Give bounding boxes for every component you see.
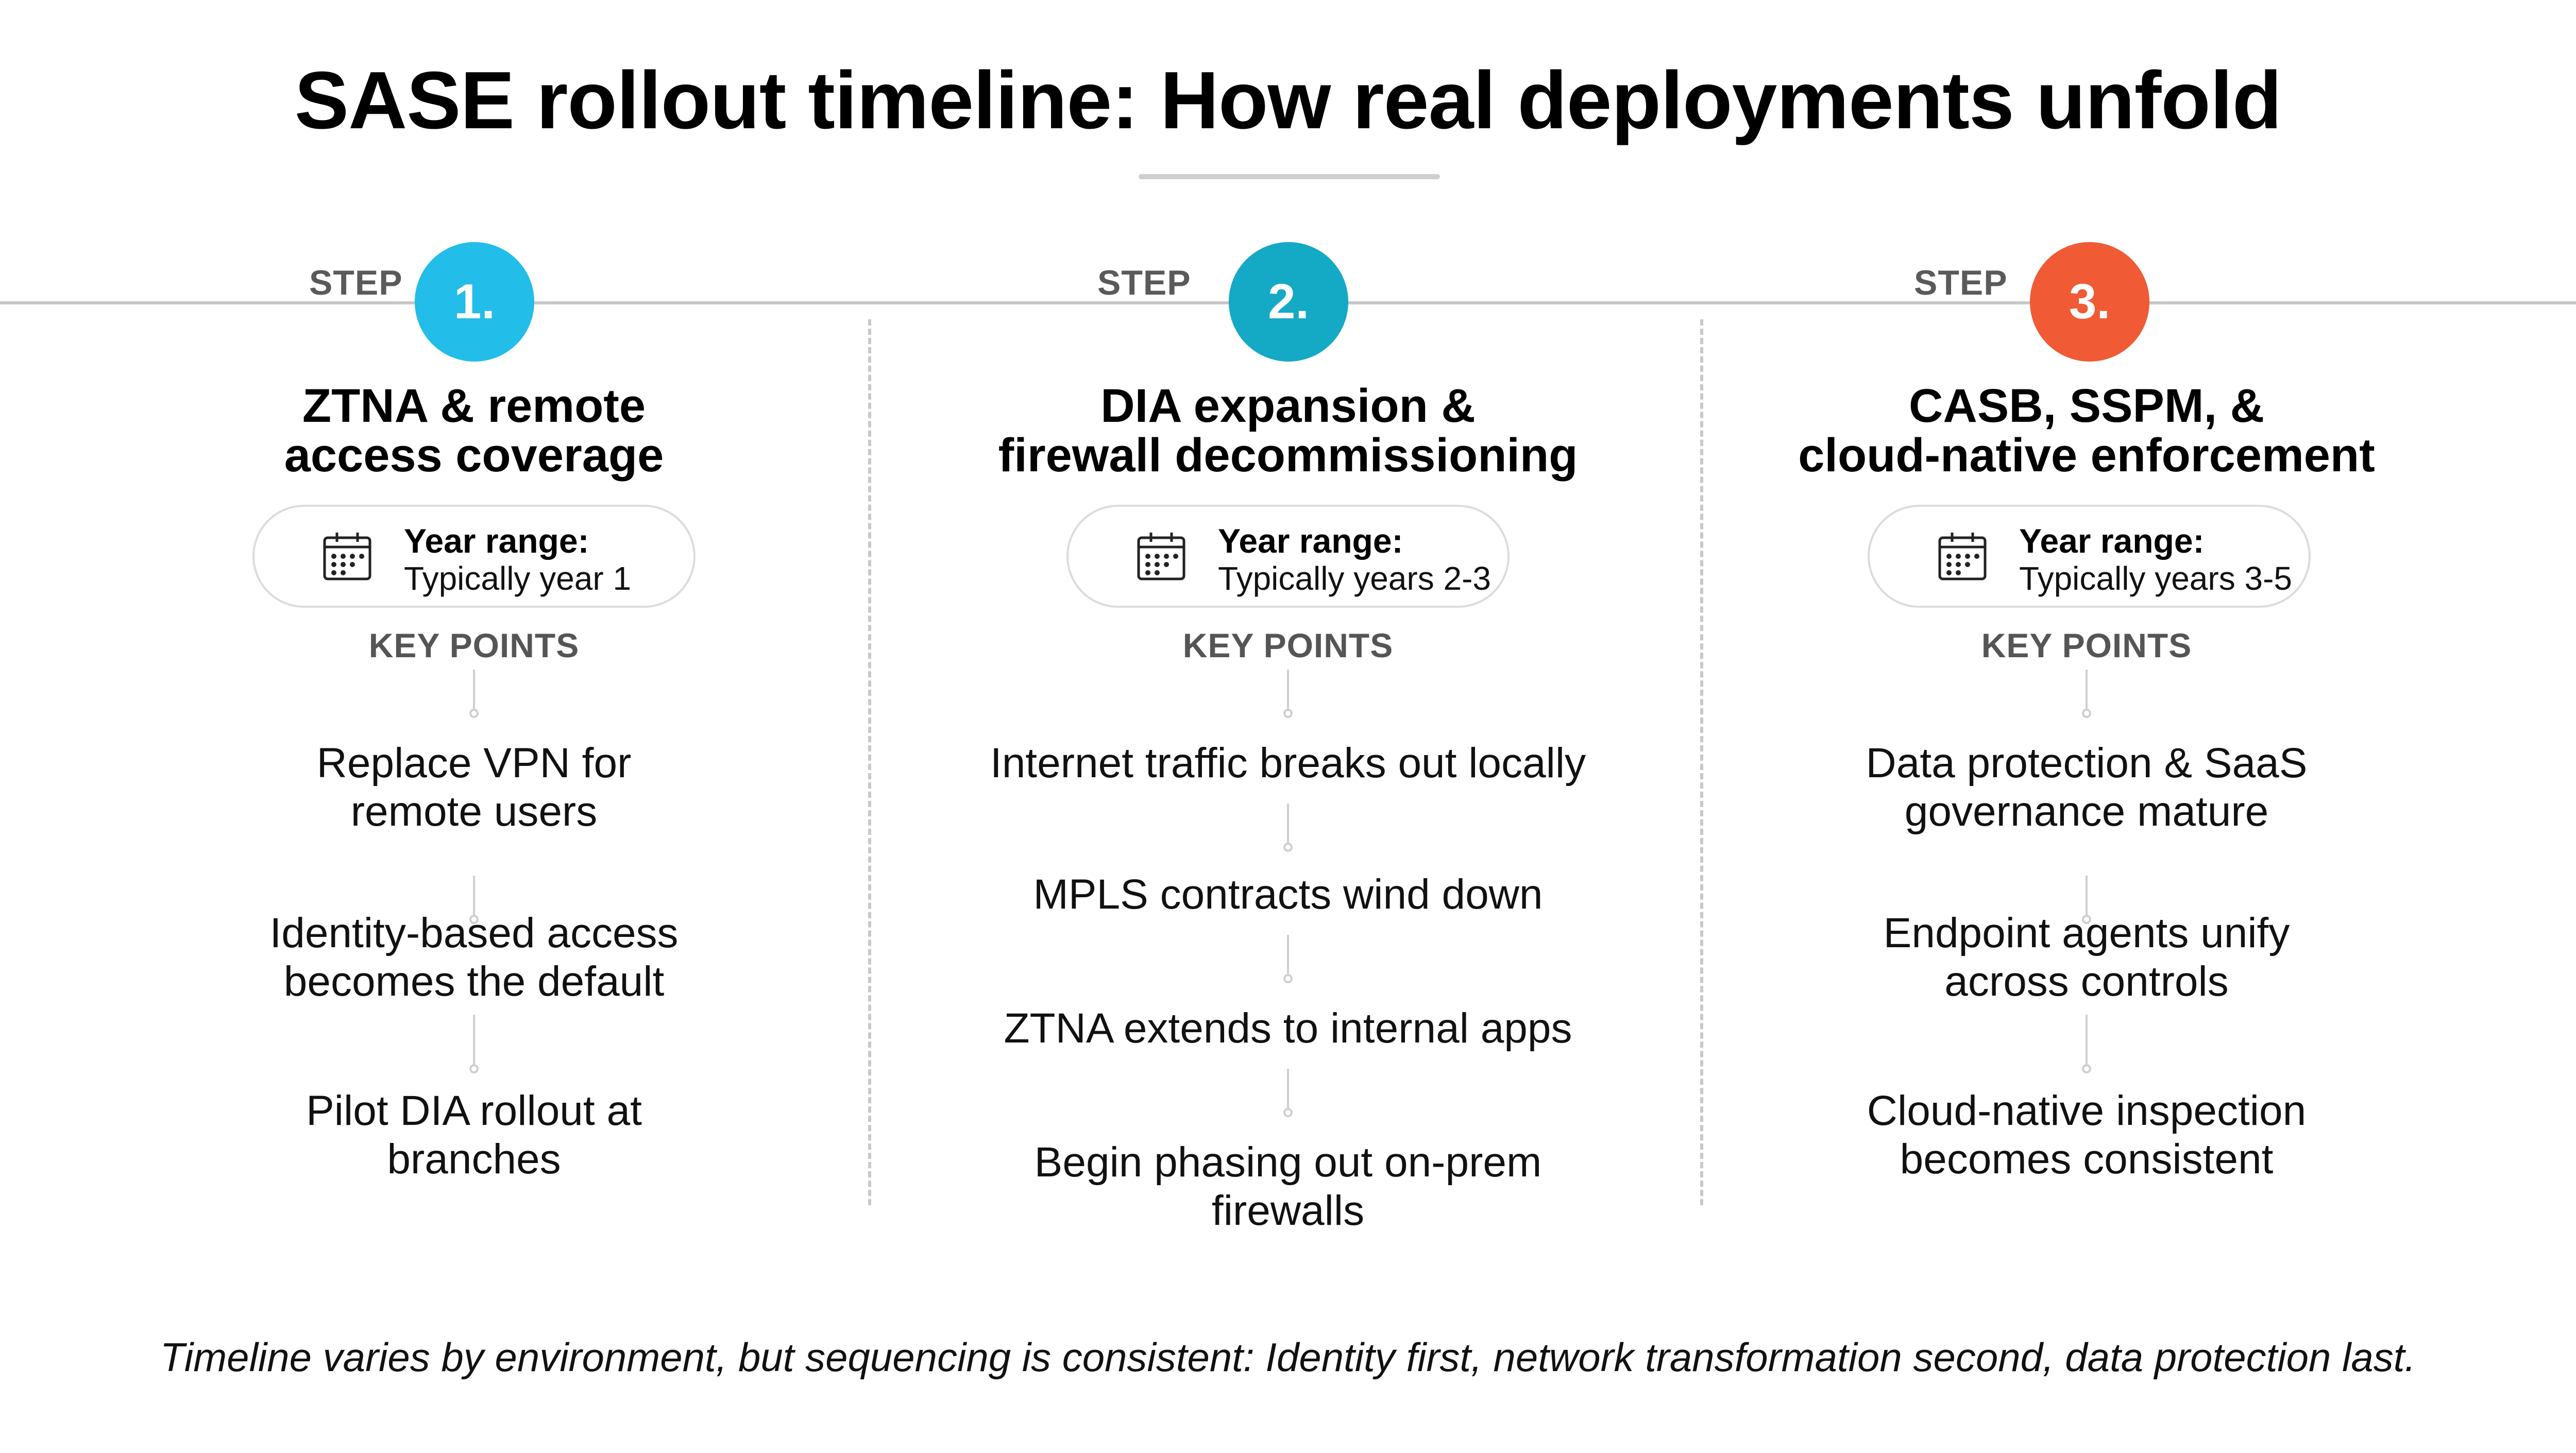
title-underline [1139, 174, 1440, 179]
step-number-badge: 3. [2030, 242, 2149, 362]
step-2-column: STEP 2. DIA expansion & firewall decommi… [902, 242, 1674, 1252]
connector-node [2082, 915, 2091, 924]
key-point-line: remote users [350, 788, 598, 835]
year-range-value: Typically year 1 [404, 560, 632, 597]
page-title: SASE rollout timeline: How real deployme… [294, 55, 2282, 146]
key-point: Cloud-native inspection becomes consiste… [1700, 1087, 2473, 1184]
year-range-pill: Year range: Typically years 2-3 [1066, 505, 1510, 608]
key-point: Pilot DIA rollout at branches [88, 1087, 860, 1184]
key-point-line: becomes consistent [1900, 1136, 2274, 1183]
key-point: ZTNA extends to internal apps [902, 1004, 1674, 1053]
connector-line [473, 876, 475, 917]
connector-node [1283, 974, 1293, 983]
step-1-column: STEP 1. ZTNA & remote access coverage Ye… [88, 242, 860, 1252]
key-point-line: branches [387, 1136, 561, 1183]
key-point-line: Identity-based access [269, 910, 679, 956]
calendar-icon [1938, 533, 1987, 580]
connector-line [2086, 670, 2088, 711]
key-point-line: across controls [1944, 958, 2229, 1005]
connector-node [469, 1064, 479, 1073]
calendar-icon [1137, 533, 1185, 580]
key-point-line: Cloud-native inspection [1867, 1087, 2307, 1134]
connector-line [473, 1015, 475, 1066]
connector-line [1287, 1069, 1289, 1110]
key-point: Identity-based access becomes the defaul… [88, 909, 860, 1006]
step-title-line: DIA expansion & [1100, 380, 1476, 432]
year-range-label: Year range: [404, 522, 589, 560]
connector-line [473, 670, 475, 711]
key-point-line: Data protection & SaaS [1866, 740, 2308, 787]
key-point-line: becomes the default [283, 958, 665, 1005]
year-range-pill: Year range: Typically years 3-5 [1868, 505, 2311, 608]
step-title-line: ZTNA & remote [302, 380, 646, 432]
connector-node [2082, 709, 2091, 718]
year-range-pill: Year range: Typically year 1 [252, 505, 696, 608]
connector-node [1283, 709, 1293, 718]
key-point-line: Pilot DIA rollout at [306, 1087, 642, 1134]
connector-node [1283, 1108, 1293, 1117]
connector-line [1287, 935, 1289, 976]
key-point-line: ZTNA extends to internal apps [1004, 1005, 1572, 1052]
key-point: Replace VPN for remote users [88, 739, 860, 836]
key-point: Data protection & SaaS governance mature [1700, 739, 2473, 836]
key-points-heading: KEY POINTS [1981, 626, 2192, 664]
key-point-line: Endpoint agents unify [1883, 910, 2290, 956]
connector-node [469, 915, 479, 924]
step-title-line: firewall decommissioning [998, 429, 1578, 482]
year-range-label: Year range: [2019, 522, 2205, 560]
key-point-line: Begin phasing out on-prem [1034, 1139, 1542, 1186]
step-title-line: cloud-native enforcement [1798, 429, 2375, 482]
connector-line [1287, 804, 1289, 845]
connector-node [1283, 843, 1293, 852]
step-title-line: CASB, SSPM, & [1908, 380, 2265, 432]
column-divider [1700, 319, 1703, 1205]
key-point: MPLS contracts wind down [902, 870, 1674, 919]
step-number-badge: 1. [415, 242, 534, 362]
step-number-badge: 2. [1229, 242, 1348, 362]
key-point-line: Internet traffic breaks out locally [990, 740, 1586, 787]
column-divider [868, 319, 871, 1205]
step-title: DIA expansion & firewall decommissioning [902, 381, 1674, 480]
step-title: CASB, SSPM, & cloud-native enforcement [1700, 381, 2473, 480]
connector-node [469, 709, 479, 718]
key-point: Begin phasing out on-prem firewalls [902, 1138, 1674, 1235]
footnote: Timeline varies by environment, but sequ… [160, 1335, 2416, 1380]
key-point: Endpoint agents unify across controls [1700, 909, 2473, 1006]
year-range-label: Year range: [1218, 522, 1403, 560]
step-3-column: STEP 3. CASB, SSPM, & cloud-native enfor… [1700, 242, 2473, 1252]
step-title: ZTNA & remote access coverage [88, 381, 860, 480]
connector-line [2086, 1015, 2088, 1066]
connector-node [2082, 1064, 2091, 1073]
key-point-line: firewalls [1211, 1187, 1365, 1234]
key-points-heading: KEY POINTS [1182, 626, 1394, 664]
connector-line [2086, 876, 2088, 917]
key-points-heading: KEY POINTS [368, 626, 580, 664]
step-title-line: access coverage [284, 429, 664, 482]
connector-line [1287, 670, 1289, 711]
year-range-value: Typically years 2-3 [1218, 560, 1491, 597]
key-point-line: Replace VPN for [316, 740, 632, 787]
step-label: STEP [1914, 263, 2008, 302]
calendar-icon [323, 533, 371, 580]
key-point-line: MPLS contracts wind down [1033, 871, 1543, 918]
key-point: Internet traffic breaks out locally [902, 739, 1674, 788]
key-point-line: governance mature [1904, 788, 2269, 835]
step-label: STEP [1097, 263, 1191, 302]
step-label: STEP [309, 263, 403, 302]
year-range-value: Typically years 3-5 [2019, 560, 2292, 597]
